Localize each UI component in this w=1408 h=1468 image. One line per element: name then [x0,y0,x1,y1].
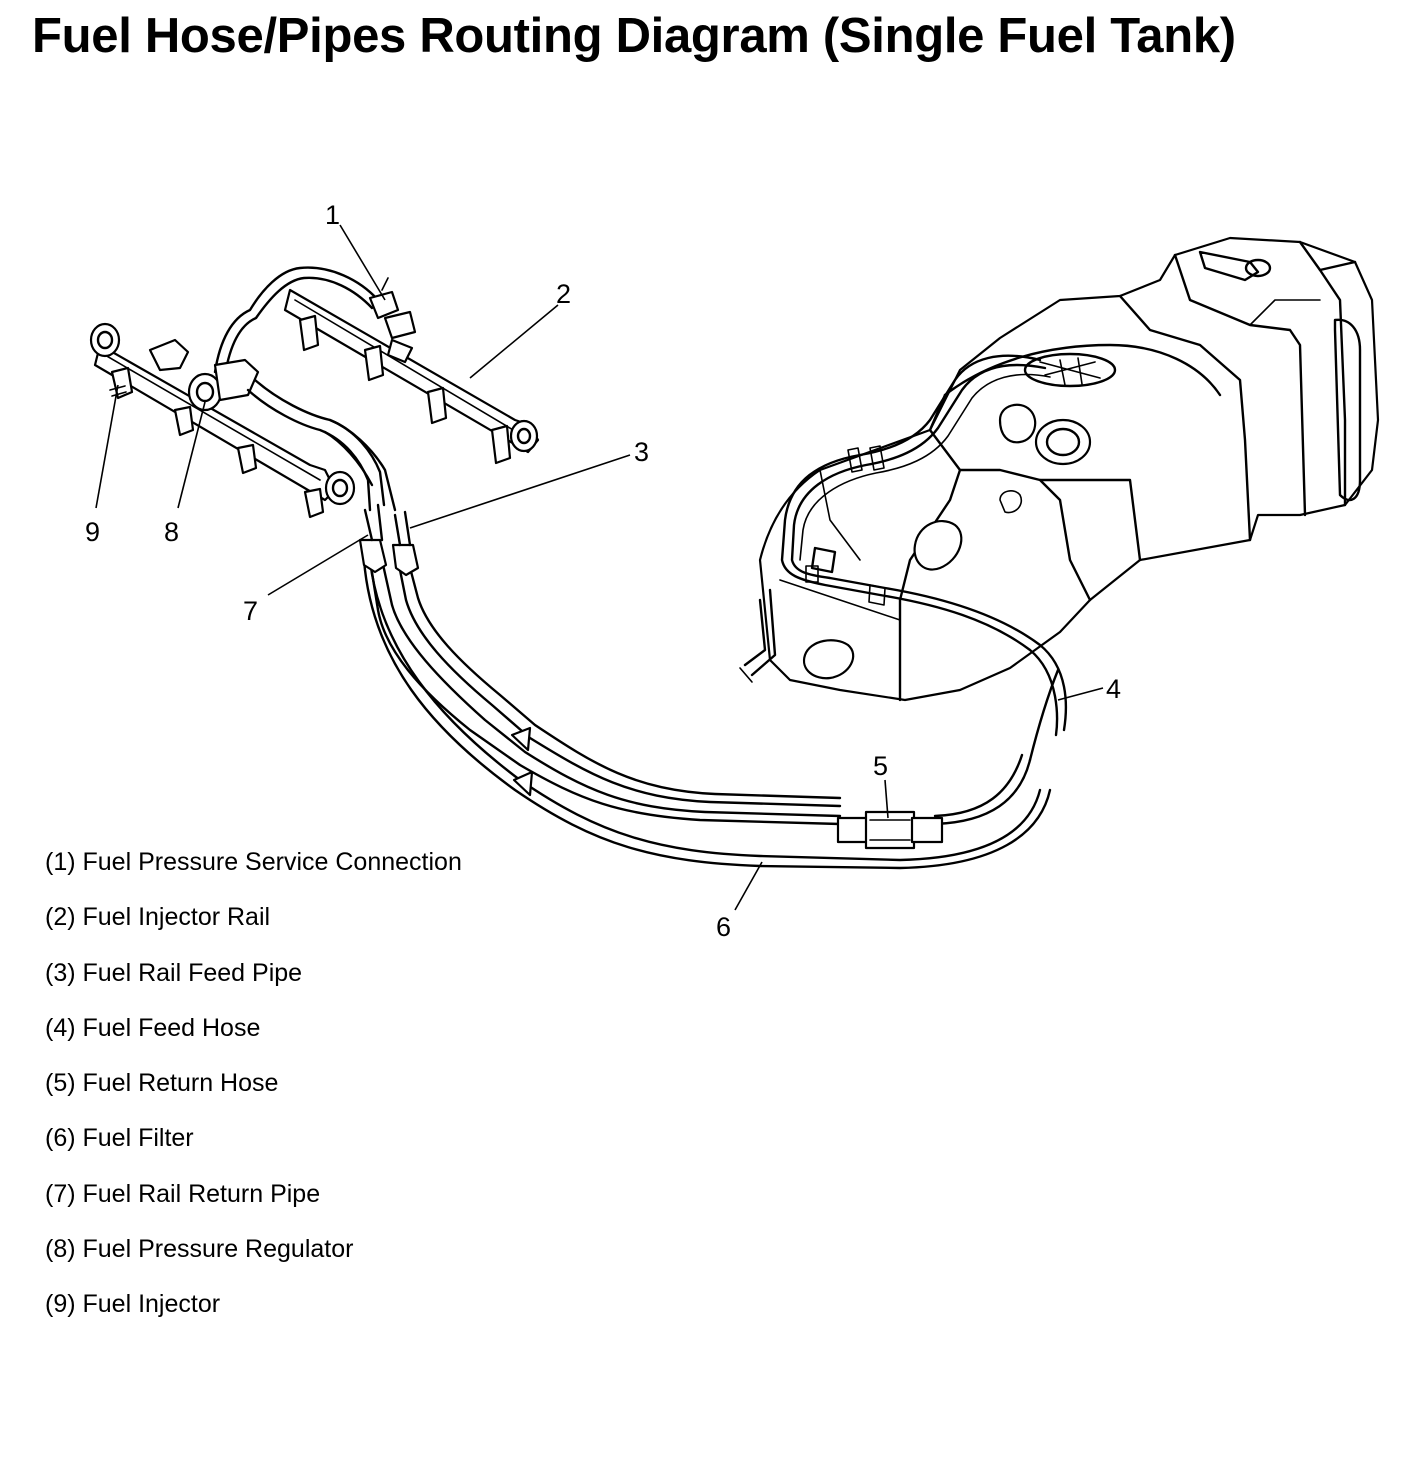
fuel-pressure-service-connection [368,277,417,364]
callout-6: 6 [716,912,731,942]
legend-item: (9) Fuel Injector [45,1290,221,1319]
fuel-injector [109,366,134,400]
legend-item: (5) Fuel Return Hose [45,1069,279,1098]
callout-8: 8 [164,517,179,547]
callout-4: 4 [1106,674,1121,704]
legend-item: (7) Fuel Rail Return Pipe [45,1179,321,1208]
legend-item: (8) Fuel Pressure Regulator [45,1235,354,1264]
callout-1: 1 [325,200,340,230]
legend-item: (4) Fuel Feed Hose [45,1013,261,1042]
leader-lines [95,224,1104,911]
callout-3: 3 [634,437,649,467]
legend-item: (3) Fuel Rail Feed Pipe [45,958,303,987]
fuel-injector-rail-assembly [89,266,540,519]
callout-5: 5 [873,751,888,781]
fuel-feed-and-return-lines [358,503,1060,870]
fuel-pressure-regulator [187,358,260,412]
legend-item: (6) Fuel Filter [45,1124,194,1153]
legend-item: (2) Fuel Injector Rail [45,903,271,932]
fuel-filter [836,810,944,850]
tank-fuel-lines [780,354,1068,737]
callout-7: 7 [243,596,258,626]
callout-9: 9 [85,517,100,547]
legend-item: (1) Fuel Pressure Service Connection [45,848,462,876]
component-legend: (1) Fuel Pressure Service Connection (2)… [45,844,462,1342]
callout-2: 2 [556,279,571,309]
fuel-tank [739,236,1380,702]
page-title: Fuel Hose/Pipes Routing Diagram (Single … [32,9,1236,63]
